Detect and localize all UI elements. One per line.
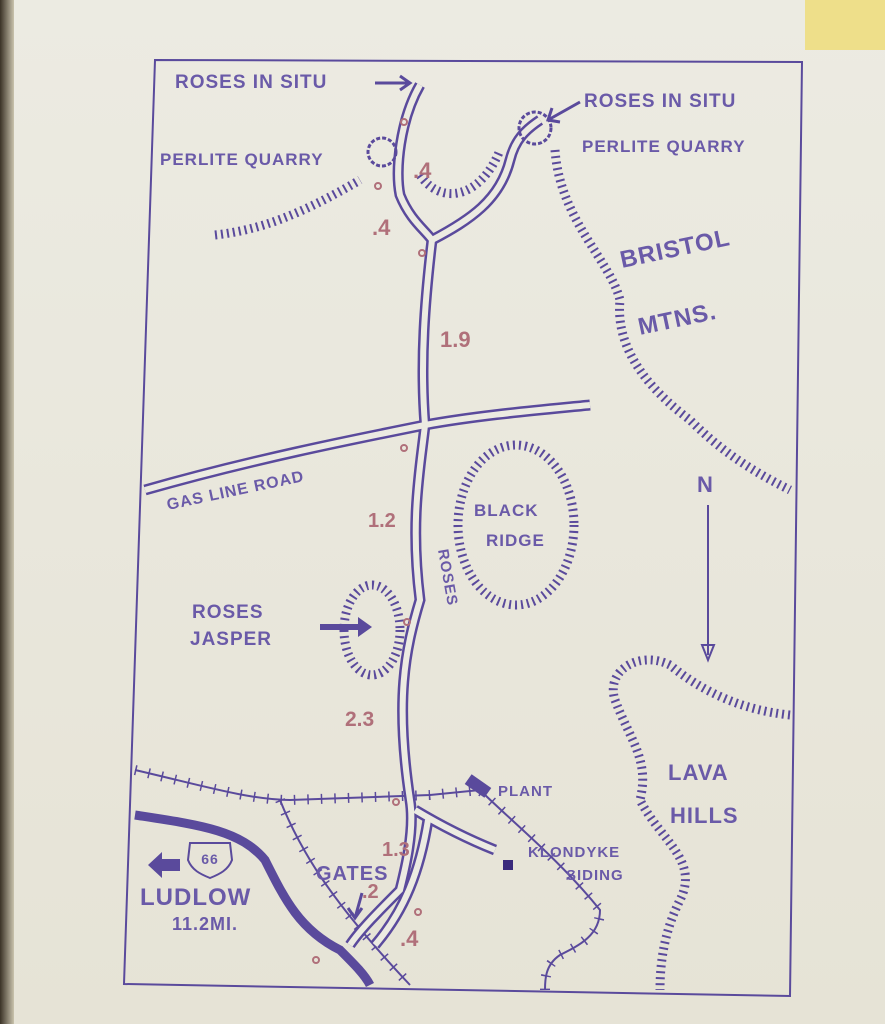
mileage-label: 1.3 — [382, 839, 410, 861]
mileage-label: 2.3 — [345, 708, 374, 731]
mountains-label: MTNS. — [636, 298, 720, 341]
route-66-label: 66 — [201, 851, 219, 867]
mileage-label: 1.9 — [440, 327, 471, 352]
ludlow-label: LUDLOW — [140, 884, 251, 911]
lava-label: LAVA — [668, 760, 729, 785]
roads — [143, 82, 591, 949]
roses-jasper-label-1: ROSES — [192, 602, 264, 623]
gates-arrow — [346, 892, 364, 921]
page-edge — [0, 0, 14, 1024]
roses-jasper-arrowhead — [358, 617, 372, 637]
plant-marker — [464, 774, 492, 798]
mileage-label: .4 — [372, 215, 391, 240]
lava-hills-hachure — [608, 655, 791, 991]
roses-in-situ-arrow-right — [375, 74, 413, 92]
black-ridge-label-2: RIDGE — [486, 531, 545, 550]
roses-road-label: ROSES — [434, 548, 461, 608]
black-ridge-label-1: BLACK — [474, 501, 539, 520]
paper-sheet — [14, 0, 885, 1024]
mileage-label: .4 — [413, 158, 432, 183]
roses-jasper-hachure — [339, 580, 405, 680]
roses-jasper-label-2: JASPER — [190, 629, 272, 650]
klondyke-label: KLONDYKE — [528, 844, 620, 861]
perlite-quarry-left-marker — [366, 136, 398, 168]
black-ridge-hachure — [453, 440, 579, 610]
railroad — [133, 765, 606, 991]
bristol-label: BRISTOL — [618, 224, 733, 274]
perlite-quarry-right-label: PERLITE QUARRY — [582, 137, 746, 156]
map-border — [122, 58, 804, 998]
plant-label: PLANT — [498, 783, 553, 800]
north-arrow-icon — [700, 505, 716, 663]
ludlow-distance-label: 11.2MI. — [172, 914, 238, 934]
roses-in-situ-left-label: ROSES IN SITU — [175, 72, 327, 93]
perlite-quarry-right-marker — [517, 110, 553, 146]
route-66-shield-icon — [186, 842, 234, 880]
mileage-label: .2 — [362, 881, 379, 903]
hills-label: HILLS — [670, 803, 739, 828]
siding-label: SIDING — [566, 867, 624, 884]
highway-66 — [134, 810, 375, 988]
mileage-label: 1.2 — [368, 510, 396, 532]
ludlow-arrow — [148, 852, 180, 878]
mileage-markers — [312, 118, 426, 964]
perlite-quarry-left-label: PERLITE QUARRY — [160, 150, 324, 169]
roses-in-situ-arrow-left — [546, 100, 581, 124]
north-label: N — [697, 472, 714, 497]
gates-label: GATES — [316, 863, 388, 885]
roses-in-situ-right-label: ROSES IN SITU — [584, 91, 736, 112]
klondyke-siding-marker — [503, 860, 513, 870]
sticky-note — [805, 0, 885, 50]
perlite-quarry-hachure — [214, 176, 363, 240]
mileage-label: .4 — [400, 926, 419, 951]
quarry-pit-hachure — [416, 148, 505, 199]
